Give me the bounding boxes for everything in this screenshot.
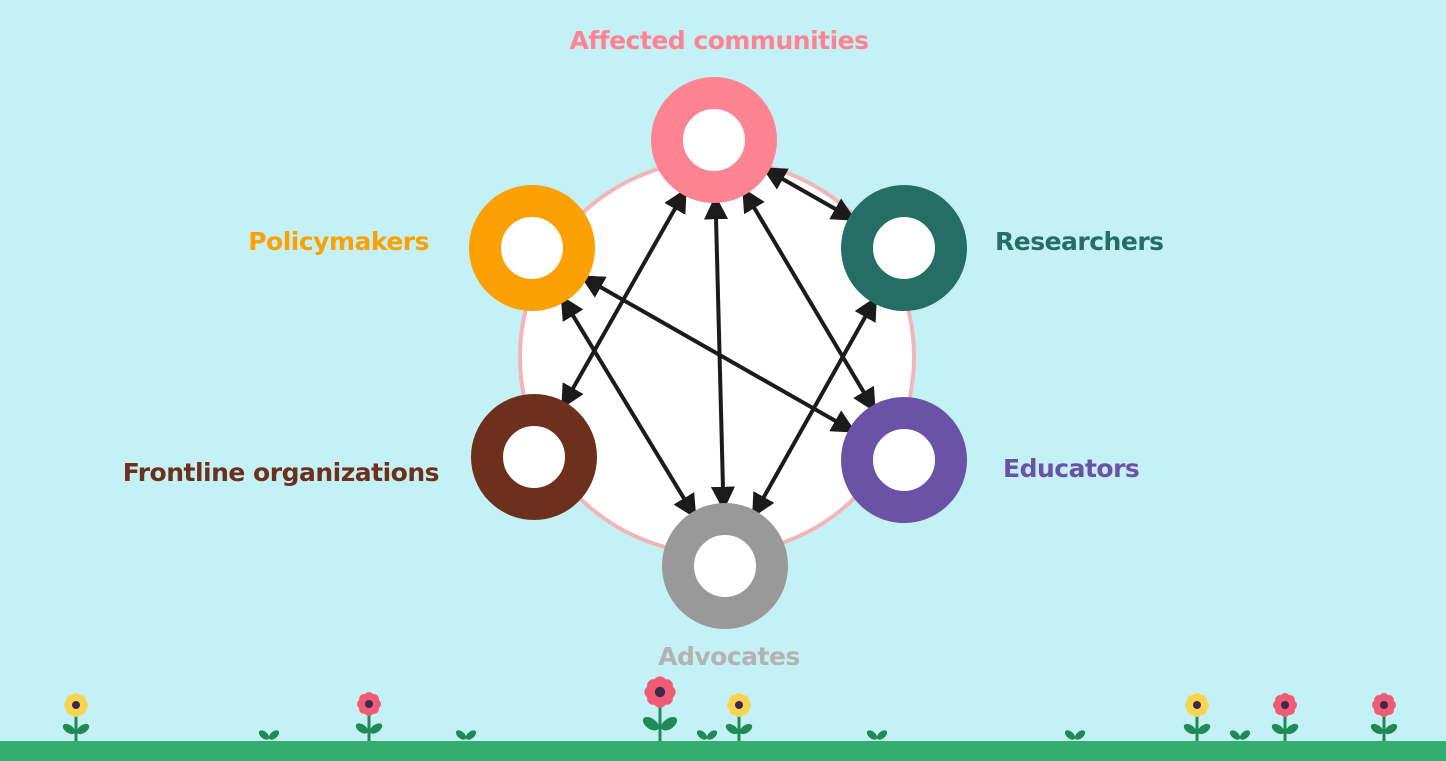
- node-ring-advocates: [662, 503, 788, 629]
- node-labels: Affected communitiesResearchersEducators…: [123, 26, 1164, 671]
- node-educators: [841, 397, 967, 523]
- node-researchers: [841, 185, 967, 311]
- node-label-affected: Affected communities: [570, 26, 869, 55]
- node-ring-policymakers: [469, 185, 595, 311]
- flower-icon: [1271, 693, 1299, 741]
- grass-sprout-icon: [696, 730, 718, 740]
- flower-icon: [1183, 693, 1211, 741]
- node-label-policymakers: Policymakers: [248, 227, 429, 256]
- node-policymakers: [469, 185, 595, 311]
- node-frontline: [471, 394, 597, 520]
- node-label-educators: Educators: [1003, 454, 1139, 483]
- edges: [560, 167, 877, 519]
- grass-sprout-icon: [1064, 730, 1086, 740]
- nodes: [469, 77, 967, 629]
- node-affected: [651, 77, 777, 203]
- node-ring-researchers: [841, 185, 967, 311]
- ground-strip: [0, 741, 1446, 761]
- grass-sprout-icon: [258, 730, 280, 740]
- grass-sprout-icon: [866, 730, 888, 740]
- node-label-frontline: Frontline organizations: [123, 458, 439, 487]
- node-label-researchers: Researchers: [995, 227, 1164, 256]
- node-advocates: [662, 503, 788, 629]
- flower-icon: [642, 676, 678, 741]
- node-ring-affected: [651, 77, 777, 203]
- flower-icon: [725, 693, 753, 741]
- flower-icon: [1370, 693, 1398, 741]
- flower-icon: [355, 692, 383, 741]
- flower-decorations: [62, 676, 1398, 741]
- node-label-advocates: Advocates: [658, 642, 800, 671]
- grass-sprout-icon: [455, 730, 477, 740]
- node-ring-educators: [841, 397, 967, 523]
- grass-sprout-icon: [1229, 730, 1251, 740]
- edge-researchers-advocates: [752, 296, 877, 518]
- node-ring-frontline: [471, 394, 597, 520]
- flower-icon: [62, 693, 90, 741]
